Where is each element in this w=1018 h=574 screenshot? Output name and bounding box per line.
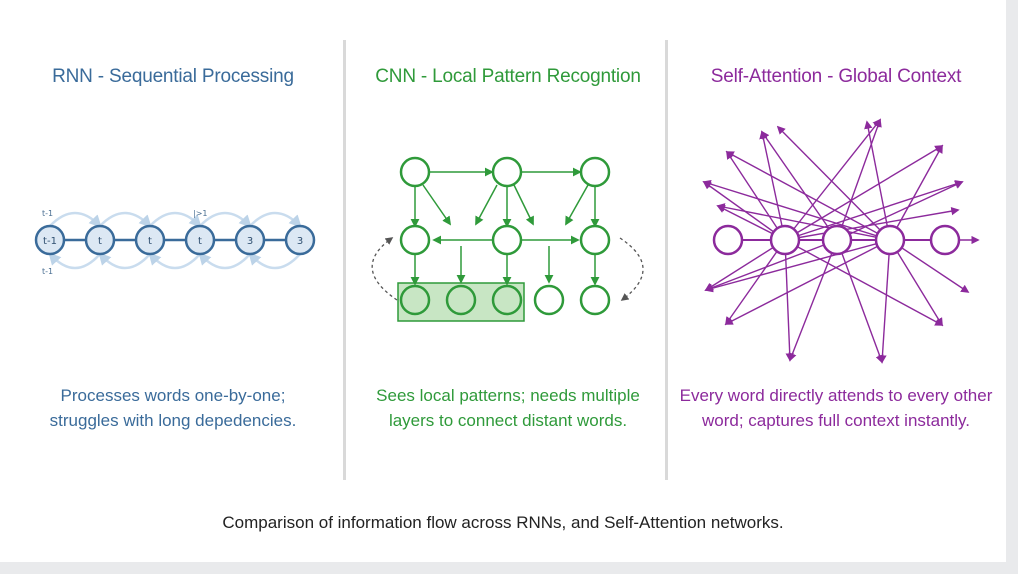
- cnn-node: [579, 224, 611, 256]
- rnn-node: [184, 224, 216, 256]
- attention-description-line: Every word directly attends to every oth…: [679, 386, 993, 405]
- rnn-node: [234, 224, 266, 256]
- cnn-node: [533, 284, 565, 316]
- rnn-node-label: t: [98, 236, 102, 247]
- attention-node: [821, 224, 853, 256]
- cnn-description-line: layers to connect distant words.: [388, 411, 628, 430]
- rnn-small-label: t-1: [42, 267, 53, 276]
- rnn-node-label: t: [148, 236, 152, 247]
- rnn-diagram: t-1 t t t 3 3 t-1 t-1 |>1: [34, 209, 316, 276]
- attention-node: [769, 224, 801, 256]
- cnn-node: [491, 224, 523, 256]
- cnn-panel-title: CNN - Local Pattern Recogntion: [375, 66, 641, 87]
- rnn-node: [84, 224, 116, 256]
- figure-caption: Comparison of information flow across RN…: [222, 513, 784, 532]
- rnn-panel-title: RNN - Sequential Processing: [52, 66, 294, 87]
- rnn-node-label: t: [198, 236, 202, 247]
- attention-description: Every word directly attends to every oth…: [671, 383, 1001, 433]
- rnn-description-line: struggles with long depedencies.: [49, 411, 297, 430]
- cnn-nodes: [399, 156, 611, 316]
- cnn-loop-arrows: [371, 237, 644, 301]
- attention-description-line: word; captures full context instantly.: [701, 411, 971, 430]
- cnn-node: [399, 224, 431, 256]
- cnn-node: [399, 284, 431, 316]
- divider-right: [665, 40, 668, 480]
- rnn-node-label: t-1: [43, 236, 57, 247]
- cnn-node: [445, 284, 477, 316]
- rnn-node: [34, 224, 66, 256]
- cnn-diagram: [371, 156, 644, 322]
- attention-node: [929, 224, 961, 256]
- cnn-description: Sees local patterns; needs multiple laye…: [343, 383, 673, 433]
- cnn-edges: [410, 167, 600, 286]
- attention-node: [712, 224, 744, 256]
- rnn-small-label: t-1: [42, 209, 53, 218]
- cnn-node: [579, 156, 611, 188]
- rnn-small-label: |>1: [193, 209, 208, 218]
- cnn-node: [491, 156, 523, 188]
- rnn-recurrent-arcs: [48, 211, 302, 270]
- rnn-node-label: 3: [247, 236, 253, 247]
- attention-edges: [702, 118, 980, 364]
- figure-canvas: RNN - Sequential Processing CNN - Local …: [0, 0, 1006, 562]
- divider-left: [343, 40, 346, 480]
- attention-node: [874, 224, 906, 256]
- attention-nodes: [712, 224, 961, 256]
- rnn-node: [134, 224, 166, 256]
- rnn-description-line: Processes words one-by-one;: [60, 386, 286, 405]
- rnn-node-label: 3: [297, 236, 303, 247]
- attention-panel-title: Self-Attention - Global Context: [710, 66, 962, 87]
- rnn-description: Processes words one-by-one; struggles wi…: [8, 383, 338, 433]
- rnn-node: [284, 224, 316, 256]
- rnn-nodes: [34, 224, 316, 256]
- cnn-description-line: Sees local patterns; needs multiple: [376, 386, 640, 405]
- cnn-node: [579, 284, 611, 316]
- attention-diagram: [702, 118, 980, 364]
- cnn-node: [491, 284, 523, 316]
- cnn-node: [399, 156, 431, 188]
